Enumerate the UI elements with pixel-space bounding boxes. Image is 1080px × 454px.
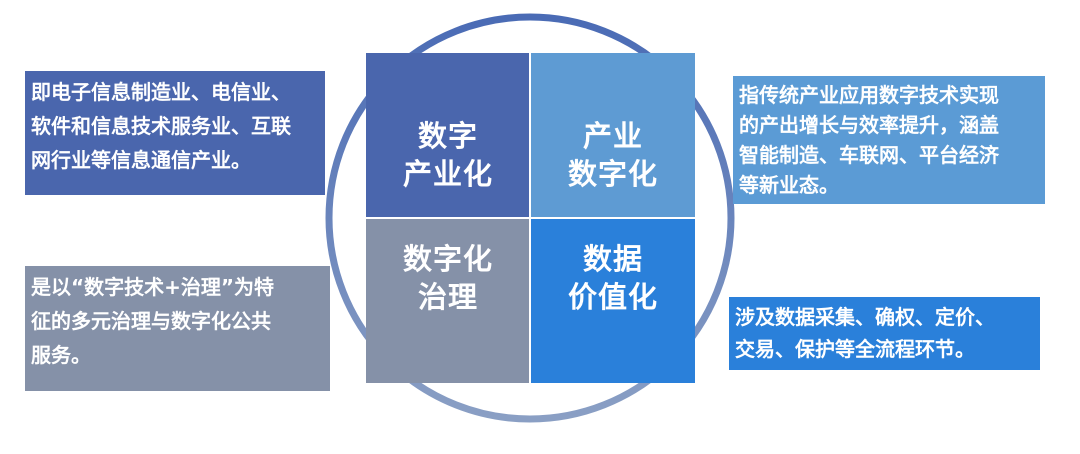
quadrant-label-top-left: 数字 产业化 xyxy=(368,117,528,193)
quadrant-data-valorization xyxy=(531,219,695,383)
description-line: 指传统产业应用数字技术实现 xyxy=(739,83,999,107)
description-box-bottom-right: 涉及数据采集、确权、定价、 交易、保护等全流程环节。 xyxy=(729,297,1040,370)
quadrant-label-line: 治理 xyxy=(417,280,478,314)
quadrant-label-line: 产业 xyxy=(582,119,643,153)
quadrant-label-line: 数字化 xyxy=(402,242,493,276)
description-line: 智能制造、车联网、平台经济 xyxy=(739,143,999,167)
description-line: 是以“数字技术+治理”为特 xyxy=(31,275,275,299)
description-line: 征的多元治理与数字化公共 xyxy=(31,309,271,333)
quadrant-label-bottom-right: 数据 价值化 xyxy=(533,240,693,316)
quadrant-digital-industrialization xyxy=(366,53,529,217)
quadrant-label-top-right: 产业 数字化 xyxy=(533,117,693,193)
quadrant-label-line: 产业化 xyxy=(402,157,493,191)
description-line: 软件和信息技术服务业、互联 xyxy=(31,114,291,138)
description-line: 涉及数据采集、确权、定价、 xyxy=(735,305,995,329)
description-line: 的产出增长与效率提升，涵盖 xyxy=(739,113,999,137)
quadrant-digital-governance xyxy=(366,219,529,383)
quadrant-label-line: 数据 xyxy=(582,242,643,276)
description-line: 交易、保护等全流程环节。 xyxy=(735,337,975,361)
quadrant-label-line: 数字 xyxy=(417,119,478,153)
description-line: 网行业等信息通信产业。 xyxy=(31,148,251,172)
description-box-bottom-left: 是以“数字技术+治理”为特 征的多元治理与数字化公共 服务。 xyxy=(25,266,330,391)
quadrant-label-line: 数字化 xyxy=(567,157,658,191)
description-line: 即电子信息制造业、电信业、 xyxy=(31,80,291,104)
quadrant-label-line: 价值化 xyxy=(567,280,658,314)
description-line: 服务。 xyxy=(31,343,91,367)
description-box-top-left: 即电子信息制造业、电信业、 软件和信息技术服务业、互联 网行业等信息通信产业。 xyxy=(25,71,325,195)
quadrant-label-bottom-left: 数字化 治理 xyxy=(368,240,528,316)
outer-ring xyxy=(325,13,735,423)
description-line: 等新业态。 xyxy=(739,173,839,197)
quadrant-industrial-digitalization xyxy=(531,53,695,217)
description-box-top-right: 指传统产业应用数字技术实现 的产出增长与效率提升，涵盖 智能制造、车联网、平台经… xyxy=(733,76,1045,204)
